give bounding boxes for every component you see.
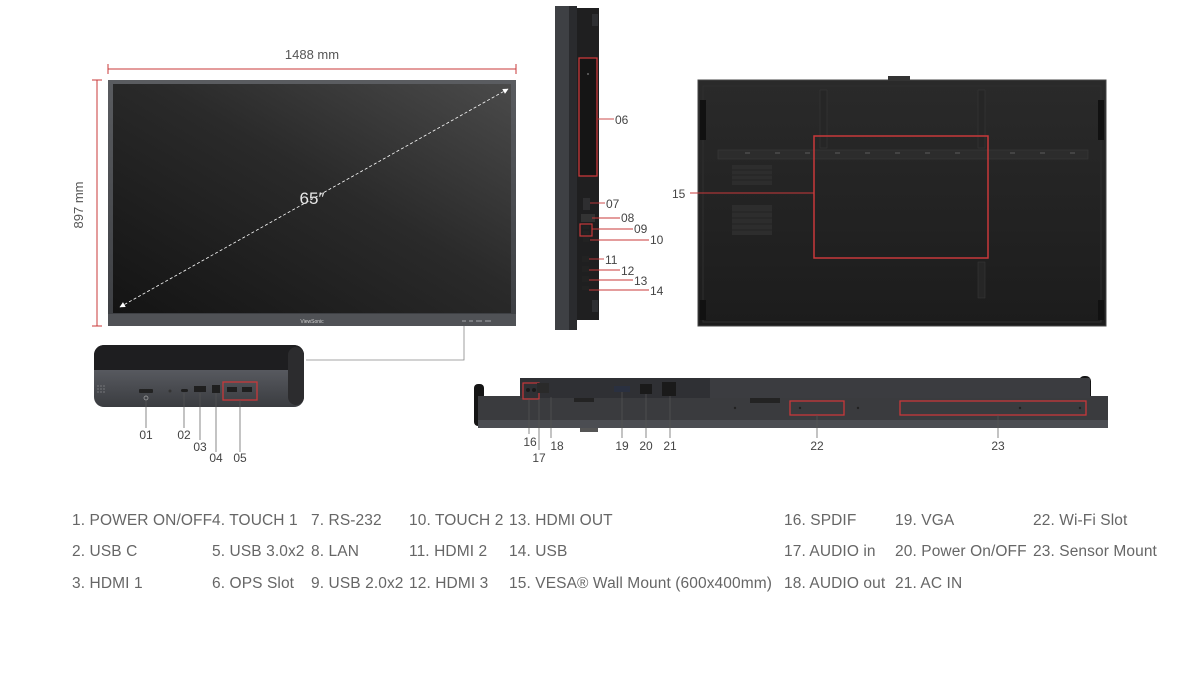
height-label: 897 mm — [71, 182, 86, 229]
callout-23: 23 — [991, 439, 1005, 453]
callout-10: 10 — [650, 233, 664, 247]
legend-item-power-on-off: 1. POWER ON/OFF — [72, 512, 213, 529]
legend-item-usb-30: 5. USB 3.0x2 — [212, 543, 305, 560]
callout-16: 16 — [523, 435, 537, 449]
diagonal-line — [119, 88, 509, 308]
legend-item-audio-in: 17. AUDIO in — [784, 543, 876, 560]
callout-06: 06 — [615, 113, 629, 127]
callout-07: 07 — [606, 197, 620, 211]
legend-item-hdmi-out: 13. HDMI OUT — [509, 512, 613, 529]
callout-09: 09 — [634, 222, 648, 236]
vga-port — [614, 386, 630, 392]
callout-03: 03 — [193, 440, 207, 454]
legend-item-touch-1: 4. TOUCH 1 — [212, 512, 298, 529]
callout-17: 17 — [532, 451, 546, 465]
legend-item-touch-2: 10. TOUCH 2 — [409, 512, 504, 529]
legend-item-power-switch: 20. Power On/OFF — [895, 543, 1027, 560]
legend-item-wifi-slot: 22. Wi-Fi Slot — [1033, 512, 1128, 529]
usb-c-port — [181, 389, 188, 392]
side-view: 06 07 08 09 10 11 12 13 14 — [555, 6, 664, 330]
callout-12: 12 — [621, 264, 635, 278]
front-port-zoom: 01 02 03 04 05 — [94, 345, 304, 465]
usb-side-highlight — [579, 223, 593, 237]
legend-item-hdmi-2: 11. HDMI 2 — [409, 543, 488, 560]
legend-item-vesa-mount: 15. VESA® Wall Mount (600x400mm) — [509, 575, 773, 592]
bottom-view: 16 17 18 19 20 21 22 23 — [474, 376, 1108, 465]
callout-05: 05 — [233, 451, 247, 465]
callout-04: 04 — [209, 451, 223, 465]
callout-18: 18 — [550, 439, 564, 453]
legend-item-audio-out: 18. AUDIO out — [784, 575, 886, 592]
legend-item-usb-20: 9. USB 2.0x2 — [311, 575, 404, 592]
legend-item-hdmi-1: 3. HDMI 1 — [72, 575, 143, 592]
callout-01: 01 — [139, 428, 153, 442]
front-view: 1488 mm 897 mm ViewSonic 65″ — [71, 47, 517, 361]
diagonal-label: 65″ — [300, 189, 325, 208]
legend-item-usb: 14. USB — [509, 543, 568, 560]
touch-port — [212, 385, 220, 393]
callout-14: 14 — [650, 284, 664, 298]
brand-logo: ViewSonic — [300, 319, 324, 325]
callout-15: 15 — [672, 187, 686, 201]
legend-item-usb-c: 2. USB C — [72, 543, 138, 560]
callout-11: 11 — [605, 253, 618, 267]
power-button — [139, 389, 153, 393]
back-view: 15 — [672, 76, 1107, 327]
legend-item-ops-slot: 6. OPS Slot — [212, 575, 295, 592]
legend-item-lan: 8. LAN — [311, 543, 359, 560]
callout-22: 22 — [810, 439, 824, 453]
legend-item-sensor-mount: 23. Sensor Mount — [1033, 543, 1157, 560]
legend-item-hdmi-3: 12. HDMI 3 — [409, 575, 489, 592]
vesa-highlight-box — [813, 135, 989, 259]
callout-20: 20 — [639, 439, 653, 453]
legend-item-spdif: 16. SPDIF — [784, 512, 857, 529]
hdmi-port — [194, 386, 206, 392]
callout-19: 19 — [615, 439, 629, 453]
rs232-port — [583, 198, 590, 210]
sensor-mount-highlight — [899, 400, 1087, 416]
width-label: 1488 mm — [285, 47, 339, 62]
ops-slot-box — [578, 57, 598, 177]
callout-13: 13 — [634, 274, 648, 288]
legend-item-vga: 19. VGA — [895, 512, 955, 529]
power-switch — [640, 384, 652, 394]
callout-02: 02 — [177, 428, 191, 442]
ac-in-port — [662, 382, 676, 396]
callout-21: 21 — [663, 439, 677, 453]
power-icon — [143, 395, 149, 401]
legend-item-rs232: 7. RS-232 — [311, 512, 382, 529]
callout-08: 08 — [621, 211, 635, 225]
back-panel — [698, 80, 1106, 326]
legend-item-ac-in: 21. AC IN — [895, 575, 963, 592]
